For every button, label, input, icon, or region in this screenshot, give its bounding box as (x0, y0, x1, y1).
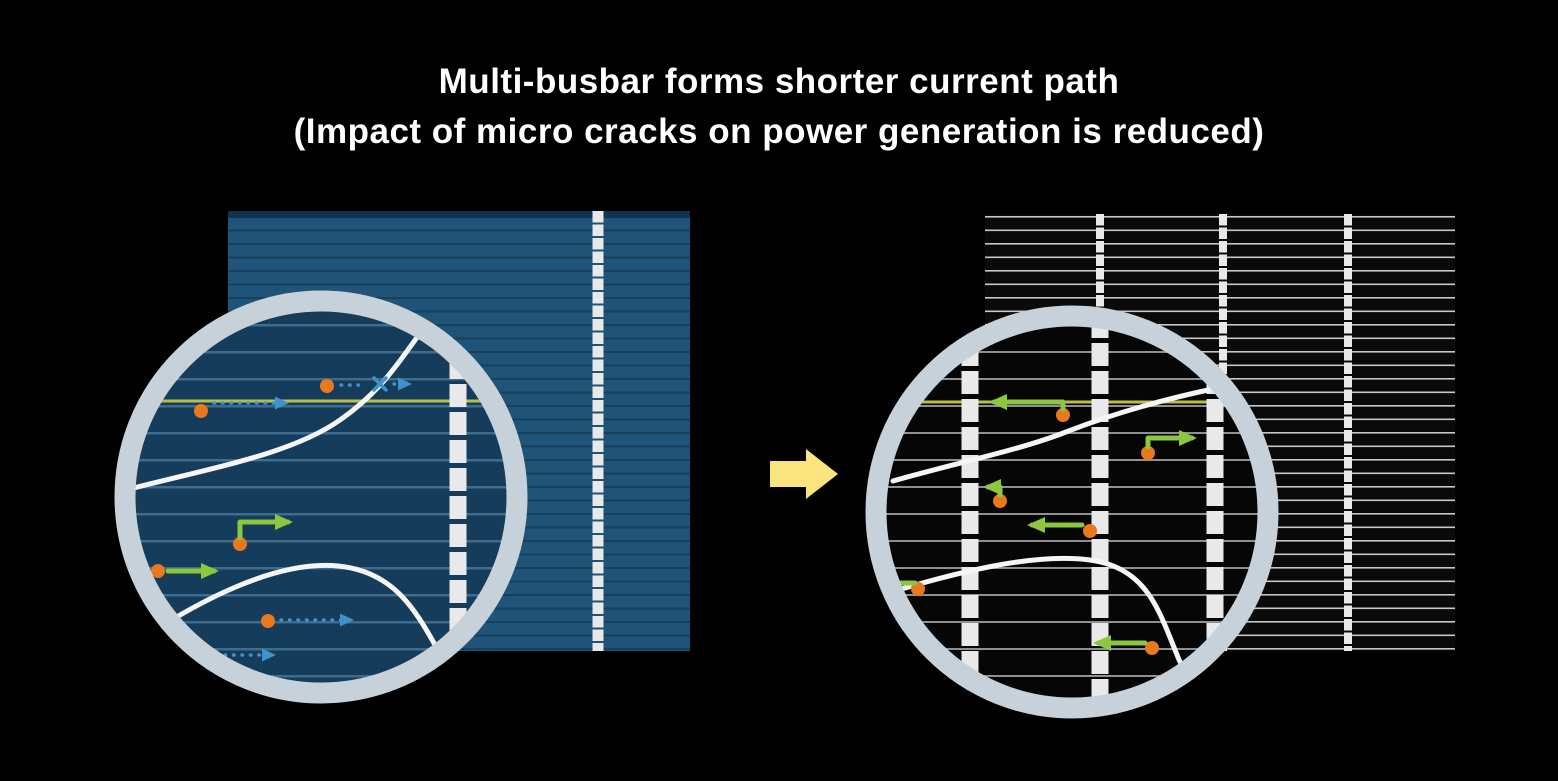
title-line-1: Multi-busbar forms shorter current path (438, 62, 1120, 101)
short-path-arrow (1145, 430, 1197, 450)
short-path-arrow (983, 479, 1003, 498)
title-line-2: (Impact of micro cracks on power generat… (293, 112, 1265, 151)
carrier-dot (320, 379, 334, 393)
left-magnifier (114, 290, 528, 704)
blocked-x-mark (372, 376, 388, 392)
carrier-dot (1145, 641, 1159, 655)
magnifier-ring (114, 290, 528, 704)
carrier-dot (194, 404, 208, 418)
zoom-finger-grid (135, 311, 507, 683)
magnifier-ring (865, 305, 1279, 719)
right-magnifier (865, 305, 1279, 719)
carrier-dot (1056, 408, 1070, 422)
short-current-path-group (151, 514, 293, 579)
carrier-dot (261, 614, 275, 628)
carrier-dot (151, 564, 165, 578)
carrier-dot (993, 494, 1007, 508)
carrier-dot (1083, 524, 1097, 538)
micro-crack (135, 562, 449, 667)
transition-right-arrow-icon (770, 449, 838, 499)
carrier-dot (1141, 446, 1155, 460)
zoom-finger-grid (886, 326, 1258, 698)
diagram-title: Multi-busbar forms shorter current path … (0, 57, 1558, 157)
cell-top-edge (228, 211, 690, 218)
short-current-path-group (886, 394, 1197, 655)
micro-crack (890, 387, 1211, 484)
carrier-dot (233, 537, 247, 551)
short-path-arrow (237, 514, 293, 541)
micro-crack (888, 555, 1183, 665)
micro-crack (135, 315, 435, 495)
short-path-arrow (989, 394, 1066, 412)
